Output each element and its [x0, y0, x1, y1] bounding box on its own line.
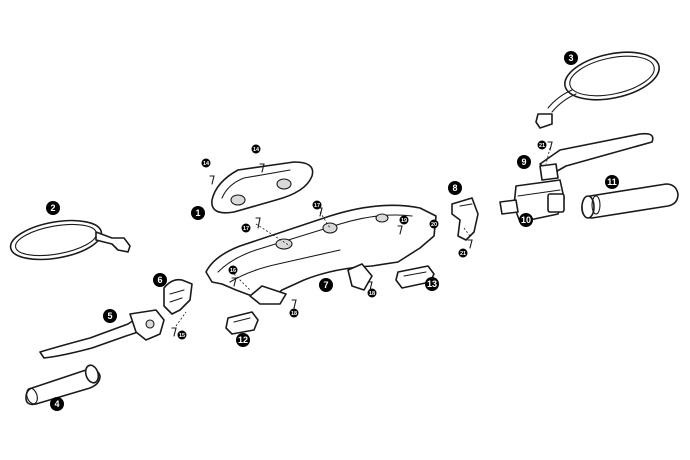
- callout-marker: [319, 278, 333, 292]
- right-switch-housing: [451, 197, 479, 241]
- callout-label: 20: [431, 222, 437, 228]
- callout-marker: [177, 330, 187, 340]
- callout-2: 2: [46, 201, 60, 215]
- callout-label: 21: [539, 143, 545, 149]
- callout-marker: [519, 213, 533, 227]
- callout-label: 16: [230, 268, 236, 274]
- callout-marker: [425, 277, 439, 291]
- callout-label: 4: [54, 399, 59, 409]
- callout-label: 7: [323, 280, 328, 290]
- callout-label: 9: [521, 157, 526, 167]
- callout-12: 12: [236, 333, 250, 347]
- right-brake-lever: [539, 132, 654, 181]
- callout-marker: [228, 265, 238, 275]
- callout-marker: [191, 206, 205, 220]
- callout-label: 17: [243, 226, 249, 232]
- callout-marker: [367, 288, 377, 298]
- callout-5: 5: [103, 309, 117, 323]
- callout-label: 8: [452, 183, 457, 193]
- callout-label: 12: [238, 335, 248, 345]
- callout-3: 3: [564, 51, 578, 65]
- callout-marker: [50, 397, 64, 411]
- callout-marker: [448, 181, 462, 195]
- callout-marker: [605, 175, 619, 189]
- callout-18: 18: [367, 288, 377, 298]
- callout-7: 7: [319, 278, 333, 292]
- callout-marker: [312, 200, 322, 210]
- small-bracket-left: [225, 311, 259, 335]
- callout-label: 15: [179, 333, 185, 339]
- callout-18: 18: [289, 308, 299, 318]
- callout-label: 14: [253, 147, 260, 153]
- callout-11: 11: [605, 175, 619, 189]
- master-cylinder: [499, 179, 565, 223]
- callout-13: 13: [425, 277, 439, 291]
- callout-10: 10: [519, 213, 533, 227]
- left-brake-lever: [39, 309, 165, 359]
- callout-marker: [289, 308, 299, 318]
- callout-marker: [399, 215, 409, 225]
- callout-marker: [517, 155, 531, 169]
- callout-label: 21: [460, 251, 466, 257]
- callout-6: 6: [153, 273, 167, 287]
- callout-label: 3: [568, 53, 573, 63]
- left-grip: [25, 364, 101, 406]
- callout-marker: [46, 201, 60, 215]
- callout-label: 10: [521, 215, 531, 225]
- leader-lines: [175, 147, 551, 327]
- callout-marker: [251, 144, 261, 154]
- callout-label: 18: [291, 311, 297, 317]
- callout-marker: [429, 219, 439, 229]
- callout-21: 21: [537, 140, 547, 150]
- callout-label: 14: [203, 161, 210, 167]
- callout-marker: [103, 309, 117, 323]
- screw-parts: [171, 141, 553, 337]
- callout-marker: [153, 273, 167, 287]
- main-handlebar-cover: [205, 204, 437, 305]
- callout-14: 14: [201, 158, 211, 168]
- callout-20: 20: [429, 219, 439, 229]
- callout-label: 18: [369, 291, 375, 297]
- callout-marker: [564, 51, 578, 65]
- callout-marker: [241, 223, 251, 233]
- callout-label: 1: [195, 208, 200, 218]
- callout-marker: [458, 248, 468, 258]
- callout-8: 8: [448, 181, 462, 195]
- callout-label: 6: [157, 275, 162, 285]
- left-switch-housing: [163, 278, 193, 315]
- callout-21: 21: [458, 248, 468, 258]
- callout-marker: [537, 140, 547, 150]
- left-mirror: [9, 219, 131, 261]
- callout-19: 19: [399, 215, 409, 225]
- callout-marker: [201, 158, 211, 168]
- callout-4: 4: [50, 397, 64, 411]
- callout-17: 17: [312, 200, 322, 210]
- callout-label: 17: [314, 203, 320, 209]
- callout-label: 11: [607, 177, 617, 187]
- callout-9: 9: [517, 155, 531, 169]
- callout-1: 1: [191, 206, 205, 220]
- callout-14: 14: [251, 144, 261, 154]
- right-mirror: [535, 51, 660, 129]
- callout-marker: [236, 333, 250, 347]
- callout-label: 13: [427, 279, 437, 289]
- callout-17: 17: [241, 223, 251, 233]
- callout-15: 15: [177, 330, 187, 340]
- callout-label: 2: [50, 203, 55, 213]
- callout-label: 19: [401, 218, 407, 224]
- callout-label: 5: [107, 311, 112, 321]
- right-grip: [581, 183, 679, 219]
- upper-cover: [211, 161, 314, 214]
- callout-16: 16: [228, 265, 238, 275]
